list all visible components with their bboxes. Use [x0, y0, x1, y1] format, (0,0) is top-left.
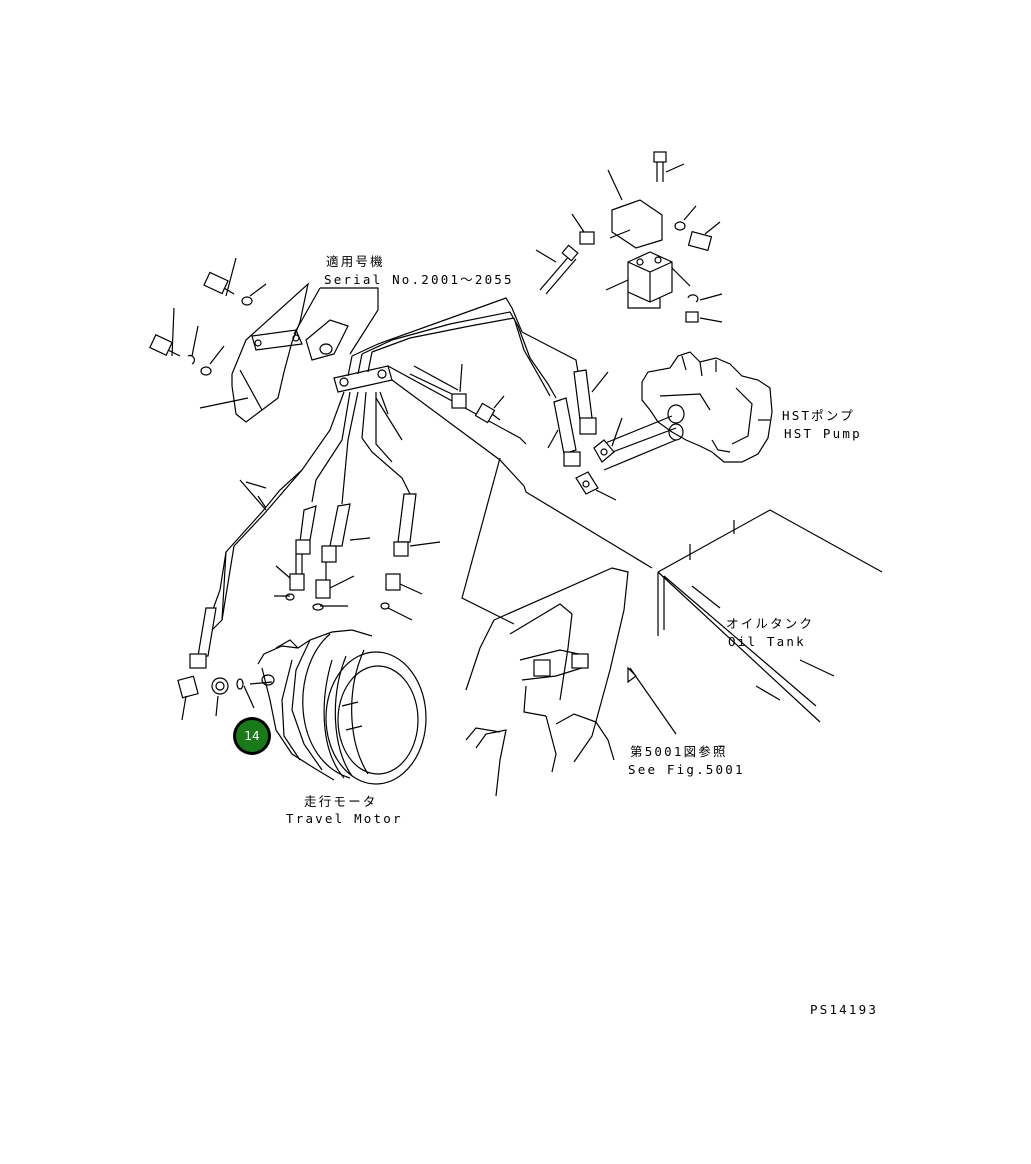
left-bracket-assembly [149, 257, 309, 423]
see-fig-label-jp: 第5001図参照 [630, 744, 728, 759]
serial-label-en: Serial No.2001～2055 [324, 272, 514, 287]
see-fig-label-en: See Fig.5001 [628, 762, 745, 777]
oil-tank-label-en: Oil Tank [728, 634, 806, 649]
oil-tank [657, 509, 883, 723]
drawing-number: PS14193 [810, 1002, 878, 1017]
oil-tank-label-jp: オイルタンク [726, 616, 814, 631]
callout-14-fill [236, 720, 268, 752]
hst-pump [409, 351, 773, 501]
serial-label-jp: 適用号機 [326, 254, 385, 269]
serial-bracket [293, 287, 379, 361]
manifold-and-pipes [201, 297, 653, 659]
bracket-assembly [535, 151, 723, 323]
hst-pump-label-jp: HSTポンプ [782, 408, 855, 423]
hst-pump-label-en: HST Pump [784, 426, 862, 441]
callout-14[interactable]: 14 [233, 717, 271, 755]
callout-14-number: 14 [244, 729, 259, 743]
travel-motor-label-jp: 走行モータ [304, 794, 378, 809]
travel-motor-label-en: Travel Motor [286, 811, 403, 826]
travel-motor [257, 629, 427, 785]
frame-reference [461, 457, 677, 797]
hose-fittings [177, 493, 441, 721]
